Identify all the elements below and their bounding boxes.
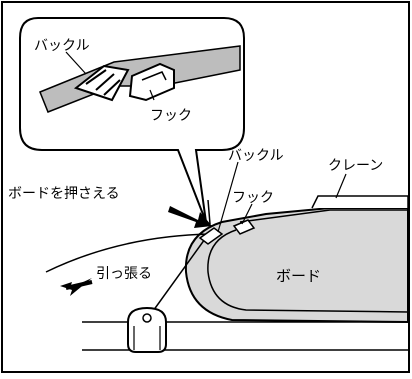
outer-frame [1, 1, 410, 373]
inset-buckle-label: バックル [34, 38, 90, 54]
board [184, 207, 409, 324]
buckle-small [198, 227, 224, 245]
press-arrow [168, 206, 212, 228]
inset-buckle [73, 64, 130, 102]
press-board-label: ボードを押さえる [8, 186, 120, 202]
hook-label: フック [232, 190, 274, 206]
strap-line [45, 233, 211, 273]
board-label: ボード [276, 267, 322, 285]
clamp-screw [142, 313, 152, 323]
crane [311, 195, 409, 209]
clamp [127, 306, 167, 353]
pull-label: 引っ張る [96, 266, 152, 282]
inset-hook-label: フック [150, 108, 192, 124]
buckle-label: バックル [228, 148, 284, 164]
crane-label: クレーン [328, 158, 384, 174]
